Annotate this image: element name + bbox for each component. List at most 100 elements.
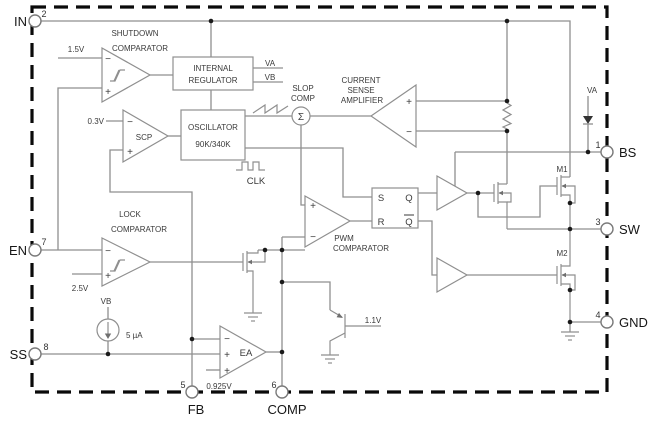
oscillator-block bbox=[180, 109, 246, 161]
pin-en-circle bbox=[28, 243, 42, 257]
ref-5ua: 5 µA bbox=[126, 331, 143, 340]
pin-bs-circle bbox=[600, 145, 614, 159]
shutdown-comparator-title: COMPARATOR bbox=[112, 44, 168, 53]
m1-label: M1 bbox=[556, 165, 568, 174]
pin-ss-label: SS bbox=[10, 347, 28, 362]
pin-fb-circle bbox=[185, 385, 199, 399]
shutdown-comparator bbox=[101, 46, 152, 104]
oscillator-title: OSCILLATOR bbox=[188, 123, 238, 132]
plus-sign: + bbox=[224, 366, 230, 377]
shutdown-comparator-title: SHUTDOWN bbox=[111, 29, 158, 38]
labels: IN EN SS FB COMP BS SW GND 2 7 8 5 6 1 3… bbox=[9, 9, 648, 417]
pin-comp-circle bbox=[275, 385, 289, 399]
current-sense-mosfet bbox=[493, 182, 512, 229]
ref-1v5: 1.5V bbox=[68, 45, 85, 54]
hysteresis-icon bbox=[110, 69, 125, 82]
minus-sign: − bbox=[105, 246, 111, 257]
minus-sign: − bbox=[406, 127, 412, 138]
slope-comp-title: SLOP bbox=[292, 84, 313, 93]
ref-0v925: 0.925V bbox=[206, 382, 232, 391]
current-source-icon bbox=[96, 307, 120, 354]
ground-icon bbox=[321, 354, 339, 364]
wire-fb-net bbox=[109, 149, 193, 386]
lock-comparator-title: COMPARATOR bbox=[111, 225, 167, 234]
pin-sw-label: SW bbox=[619, 222, 641, 237]
ground-icon bbox=[561, 322, 579, 341]
wire-m1-gate bbox=[477, 185, 557, 218]
pin-in-number: 2 bbox=[41, 9, 46, 19]
m2-label: M2 bbox=[556, 249, 568, 258]
internal-regulator-title: INTERNAL bbox=[193, 64, 233, 73]
pin-in-circle bbox=[28, 14, 42, 28]
pin-ss-number: 8 bbox=[43, 342, 48, 352]
lock-comparator bbox=[101, 237, 152, 287]
pin-comp-label: COMP bbox=[268, 402, 307, 417]
sr-latch-block bbox=[371, 187, 419, 229]
pin-comp-number: 6 bbox=[271, 380, 276, 390]
plus-sign: + bbox=[127, 147, 133, 158]
latch-r: R bbox=[378, 217, 385, 228]
lock-comparator-title: LOCK bbox=[119, 210, 141, 219]
pin-gnd-circle bbox=[600, 315, 614, 329]
internal-regulator-title: REGULATOR bbox=[188, 76, 237, 85]
clk-label: CLK bbox=[247, 176, 266, 187]
scp-comparator-triangle bbox=[122, 108, 170, 164]
junction-dots bbox=[105, 18, 591, 357]
pin-ss-circle bbox=[28, 347, 42, 361]
ref-vb-out: VB bbox=[265, 73, 276, 82]
latch-s: S bbox=[378, 193, 384, 204]
mosfet-m2 bbox=[556, 229, 576, 322]
plus-sign: + bbox=[406, 97, 412, 108]
ref-vb-source: VB bbox=[101, 297, 112, 306]
pwm-comparator-triangle bbox=[304, 194, 352, 249]
wire-clk-s bbox=[245, 147, 372, 198]
pins bbox=[28, 14, 614, 399]
scp-title: SCP bbox=[136, 133, 152, 142]
plus-sign: + bbox=[224, 350, 230, 361]
latch-qbar: Q bbox=[405, 217, 412, 228]
plus-sign: + bbox=[310, 201, 316, 212]
comparator-triangle bbox=[101, 46, 152, 104]
clock-pulse-icon bbox=[236, 161, 265, 171]
hysteresis-icon bbox=[110, 259, 125, 272]
pnp-clamp-transistor bbox=[321, 309, 381, 364]
pin-bs-number: 1 bbox=[595, 140, 600, 150]
wire-vin-rail bbox=[41, 20, 571, 177]
hysteresis-icon bbox=[113, 259, 120, 272]
pin-sw-circle bbox=[600, 222, 614, 236]
ground-icon bbox=[244, 312, 262, 322]
pwm-comparator-title: PWM bbox=[334, 234, 354, 243]
minus-sign: − bbox=[127, 117, 133, 128]
ic-boundary bbox=[30, 5, 609, 394]
ref-2v5: 2.5V bbox=[72, 284, 89, 293]
pin-bs-label: BS bbox=[619, 145, 637, 160]
csa-title: AMPLIFIER bbox=[341, 96, 383, 105]
current-sense-amplifier-triangle bbox=[369, 83, 417, 149]
pin-gnd-label: GND bbox=[619, 315, 648, 330]
pin-in-label: IN bbox=[14, 14, 27, 29]
mosfet-m1 bbox=[556, 175, 576, 229]
plus-sign: + bbox=[105, 271, 111, 282]
ref-0v3: 0.3V bbox=[88, 117, 105, 126]
latch-q: Q bbox=[405, 193, 412, 204]
sigma-summer-icon bbox=[291, 106, 311, 126]
oscillator-freq: 90K/340K bbox=[195, 140, 231, 149]
hysteresis-icon bbox=[113, 69, 120, 82]
plus-sign: + bbox=[105, 87, 111, 98]
comp-discharge-mosfet bbox=[242, 250, 266, 322]
csa-title: CURRENT bbox=[341, 76, 380, 85]
wire-clamp bbox=[282, 281, 331, 310]
sigma-icon: Σ bbox=[298, 112, 304, 123]
sense-resistor bbox=[501, 102, 513, 130]
internal-regulator-block bbox=[172, 56, 254, 91]
wire-qbar bbox=[418, 220, 437, 276]
wire-en-branch bbox=[57, 87, 102, 250]
ref-1v1: 1.1V bbox=[365, 316, 382, 325]
diode-icon bbox=[583, 116, 593, 124]
wire-sigma-pwm bbox=[300, 125, 305, 206]
minus-sign: − bbox=[310, 232, 316, 243]
ref-va-diode: VA bbox=[587, 86, 598, 95]
pin-en-number: 7 bbox=[41, 237, 46, 247]
